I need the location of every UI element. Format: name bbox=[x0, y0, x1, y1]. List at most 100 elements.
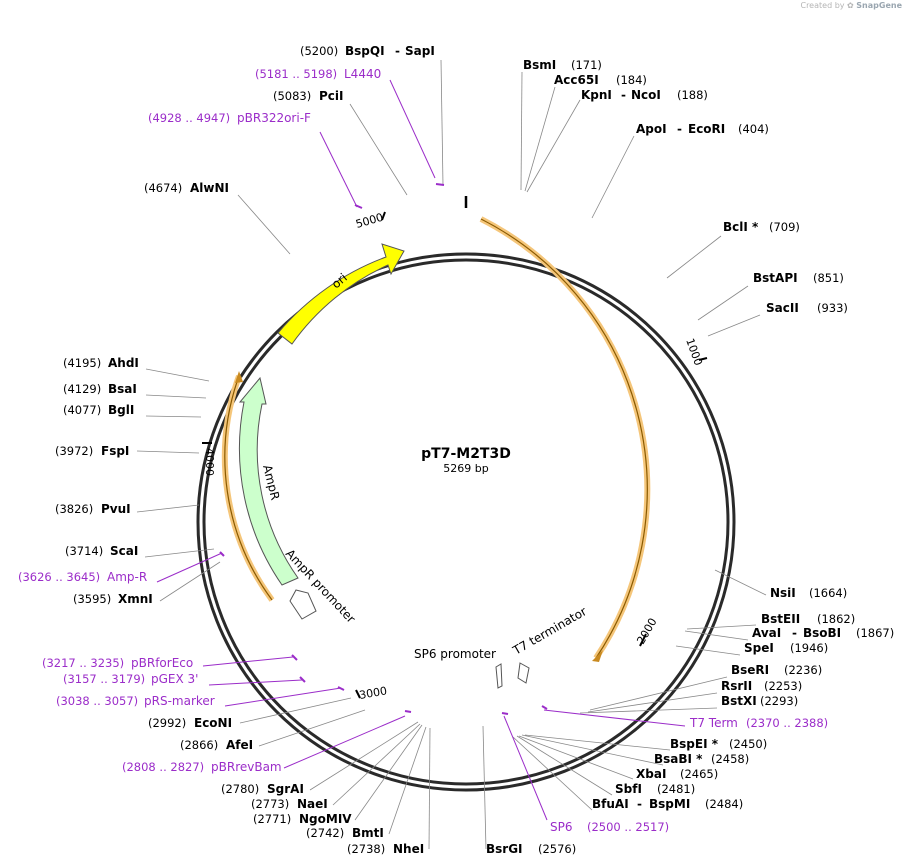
enzyme-name: NaeI bbox=[297, 797, 328, 811]
enzyme-nsii: NsiI (1664) bbox=[770, 586, 847, 600]
enzyme-acc65i: Acc65I (184) bbox=[554, 73, 647, 87]
enzyme-name-alt: BsoBI bbox=[803, 626, 841, 640]
enzyme-bseri: BseRI (2236) bbox=[731, 663, 822, 677]
enzyme-name: NsiI bbox=[770, 586, 796, 600]
enzyme-name: BsmI bbox=[523, 58, 556, 72]
enzyme-pos: (933) bbox=[817, 301, 848, 315]
tick-2000 bbox=[639, 633, 647, 647]
enzyme-bgli: (4077) BglI bbox=[63, 403, 134, 417]
backbone-inner-ring bbox=[202, 258, 730, 786]
enzyme-name: SbfI bbox=[615, 782, 642, 796]
primer-range: (3626 .. 3645) bbox=[18, 570, 100, 584]
primer-range: (3217 .. 3235) bbox=[42, 656, 124, 670]
enzyme-pos: (2738) bbox=[347, 842, 385, 856]
enzyme-bstapi: BstAPI (851) bbox=[753, 271, 844, 285]
enzyme-pos: (3595) bbox=[73, 592, 111, 606]
primer-pbrforeco: (3217 .. 3235) pBRforEco bbox=[42, 656, 193, 670]
enzyme-pos: (2773) bbox=[251, 797, 289, 811]
enzyme-name: AfeI bbox=[226, 738, 253, 752]
enzyme-name: EcoNI bbox=[194, 716, 232, 730]
enzyme-pos: (2253) bbox=[764, 679, 802, 693]
tick-3000 bbox=[355, 689, 361, 699]
enzyme-pos: (1946) bbox=[790, 641, 828, 655]
enzyme-separator: - bbox=[677, 122, 682, 136]
orf-arc-left-line bbox=[224, 375, 273, 601]
enzyme-name: ScaI bbox=[110, 544, 138, 558]
enzyme-name: SpeI bbox=[744, 641, 774, 655]
enzyme-separator: - bbox=[792, 626, 797, 640]
enzyme-pos: (2771) bbox=[253, 812, 291, 826]
ampr-label: AmpR bbox=[260, 463, 282, 501]
primer-range: (4928 .. 4947) bbox=[148, 111, 230, 125]
enzyme-separator: - bbox=[395, 44, 400, 58]
enzyme-name: BstEII bbox=[761, 612, 800, 626]
enzyme-name: KpnI bbox=[581, 88, 612, 102]
enzyme-name: SacII bbox=[766, 301, 799, 315]
primer-range: (2808 .. 2827) bbox=[122, 760, 204, 774]
orf-arrow-left-head bbox=[235, 371, 243, 383]
enzyme-name-alt: BspMI bbox=[649, 797, 690, 811]
enzyme-bsabi: BsaBI * (2458) bbox=[654, 752, 749, 766]
enzyme-name: BsaBI * bbox=[654, 752, 703, 766]
enzyme-pos: (2742) bbox=[306, 826, 344, 840]
enzyme-bspei: BspEI * (2450) bbox=[670, 737, 767, 751]
enzyme-pos: (4674) bbox=[144, 181, 182, 195]
ori-feature bbox=[277, 243, 405, 345]
primer-range: (5181 .. 5198) bbox=[255, 67, 337, 81]
primer-range: (3038 .. 3057) bbox=[56, 694, 138, 708]
enzyme-name: SgrAI bbox=[267, 782, 304, 796]
enzyme-name: BfuAI bbox=[592, 797, 629, 811]
enzyme-bsrgi: BsrGI (2576) bbox=[486, 842, 576, 856]
primer-name: pBR322ori-F bbox=[237, 111, 311, 125]
enzyme-pos: (2458) bbox=[711, 752, 749, 766]
primer-prs-marker: (3038 .. 3057) pRS-marker bbox=[56, 694, 215, 708]
enzyme-name: RsrII bbox=[721, 679, 752, 693]
sp6-promoter-label: SP6 promoter bbox=[414, 647, 496, 661]
primer-pbr322ori-f: (4928 .. 4947) pBR322ori-F bbox=[148, 111, 311, 125]
primer-name: pBRforEco bbox=[131, 656, 193, 670]
primer-range: (3157 .. 3179) bbox=[63, 672, 145, 686]
enzyme-pos: (188) bbox=[677, 88, 708, 102]
enzyme-pos: (4195) bbox=[63, 356, 101, 370]
primer-pgex-3: (3157 .. 3179) pGEX 3' bbox=[63, 672, 198, 686]
enzyme-name: FspI bbox=[101, 444, 129, 458]
primer-name: pBRrevBam bbox=[211, 760, 282, 774]
enzyme-name-alt: SapI bbox=[405, 44, 435, 58]
enzyme-pos: (851) bbox=[813, 271, 844, 285]
primer-sp6: SP6 (2500 .. 2517) bbox=[550, 820, 669, 834]
enzyme-sgrai: (2780) SgrAI bbox=[221, 782, 304, 796]
primer-l4440: (5181 .. 5198) L4440 bbox=[255, 67, 381, 81]
enzyme-name: BglI bbox=[108, 403, 134, 417]
ampr-feature bbox=[238, 376, 299, 586]
enzyme-bsteii: BstEII (1862) bbox=[761, 612, 855, 626]
enzyme-pos: (2236) bbox=[784, 663, 822, 677]
primer-name: Amp-R bbox=[107, 570, 147, 584]
enzyme-pos: (3826) bbox=[55, 502, 93, 516]
enzyme-name-alt: NcoI bbox=[631, 88, 661, 102]
tick-5000 bbox=[381, 211, 386, 221]
enzyme-pos: (1862) bbox=[817, 612, 855, 626]
enzyme-name: NgoMIV bbox=[299, 812, 352, 826]
enzyme-name: PciI bbox=[319, 89, 344, 103]
tick-label-5000: 5000 bbox=[354, 211, 384, 231]
enzyme-name: Acc65I bbox=[554, 73, 599, 87]
enzyme-pos: (3972) bbox=[55, 444, 93, 458]
enzyme-afei: (2866) AfeI bbox=[180, 738, 253, 752]
enzyme-pvui: (3826) PvuI bbox=[55, 502, 131, 516]
enzyme-pos: (709) bbox=[769, 220, 800, 234]
enzyme-pos: (3714) bbox=[65, 544, 103, 558]
enzyme-name: BmtI bbox=[352, 826, 384, 840]
primer-amp-r: (3626 .. 3645) Amp-R bbox=[18, 570, 147, 584]
enzyme-name: AlwNI bbox=[190, 181, 229, 195]
enzyme-bmti: (2742) BmtI bbox=[306, 826, 384, 840]
plasmid-length: 5269 bp bbox=[443, 462, 488, 475]
primer-name: L4440 bbox=[344, 67, 381, 81]
primer-pbrrevbam: (2808 .. 2827) pBRrevBam bbox=[122, 760, 282, 774]
enzyme-pos: (2780) bbox=[221, 782, 259, 796]
enzyme-name: XmnI bbox=[118, 592, 153, 606]
enzyme-pos: (2450) bbox=[729, 737, 767, 751]
sp6-promoter-feature bbox=[495, 663, 503, 689]
enzyme-name-alt: EcoRI bbox=[688, 122, 725, 136]
enzyme-name: AhdI bbox=[108, 356, 139, 370]
